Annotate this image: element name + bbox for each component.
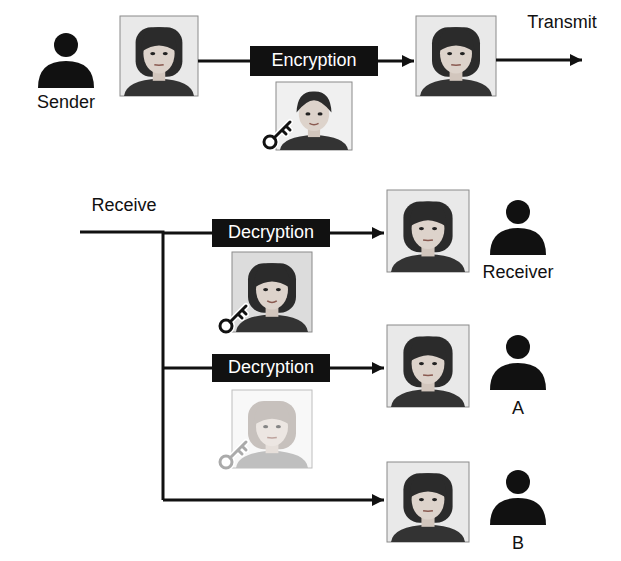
portrait-photo bbox=[276, 82, 352, 150]
signal-line bbox=[163, 499, 384, 502]
direction-label: Transmit bbox=[527, 12, 596, 33]
signal-line bbox=[496, 59, 582, 62]
box-label: Decryption bbox=[228, 223, 314, 243]
role-label: Sender bbox=[37, 92, 95, 113]
role-label: A bbox=[512, 398, 524, 419]
signal-line bbox=[198, 60, 250, 63]
process-box: Encryption bbox=[250, 46, 378, 76]
portrait-photo bbox=[120, 16, 198, 96]
signal-line bbox=[330, 367, 384, 370]
portrait-photo bbox=[387, 325, 469, 407]
direction-label: Receive bbox=[91, 195, 156, 216]
portrait-photo bbox=[416, 16, 496, 96]
box-label: Encryption bbox=[271, 51, 356, 71]
role-label: Receiver bbox=[482, 262, 553, 283]
portrait-photo bbox=[387, 462, 469, 542]
key-icon bbox=[264, 122, 290, 148]
process-box: Decryption bbox=[212, 354, 330, 382]
signal-line bbox=[378, 60, 414, 63]
signal-line bbox=[163, 367, 212, 370]
box-label: Decryption bbox=[228, 358, 314, 378]
person-icon bbox=[38, 33, 94, 88]
signal-line bbox=[330, 232, 384, 235]
signal-line bbox=[163, 232, 212, 235]
portrait-photo bbox=[387, 190, 469, 272]
person-icon bbox=[490, 470, 546, 525]
key-icon bbox=[220, 306, 246, 332]
process-box: Decryption bbox=[212, 219, 330, 247]
key-icon bbox=[220, 442, 246, 468]
signal-line bbox=[80, 232, 163, 500]
portrait-photo bbox=[232, 390, 312, 468]
person-icon bbox=[490, 200, 546, 255]
person-icon bbox=[490, 335, 546, 390]
role-label: B bbox=[512, 533, 524, 554]
